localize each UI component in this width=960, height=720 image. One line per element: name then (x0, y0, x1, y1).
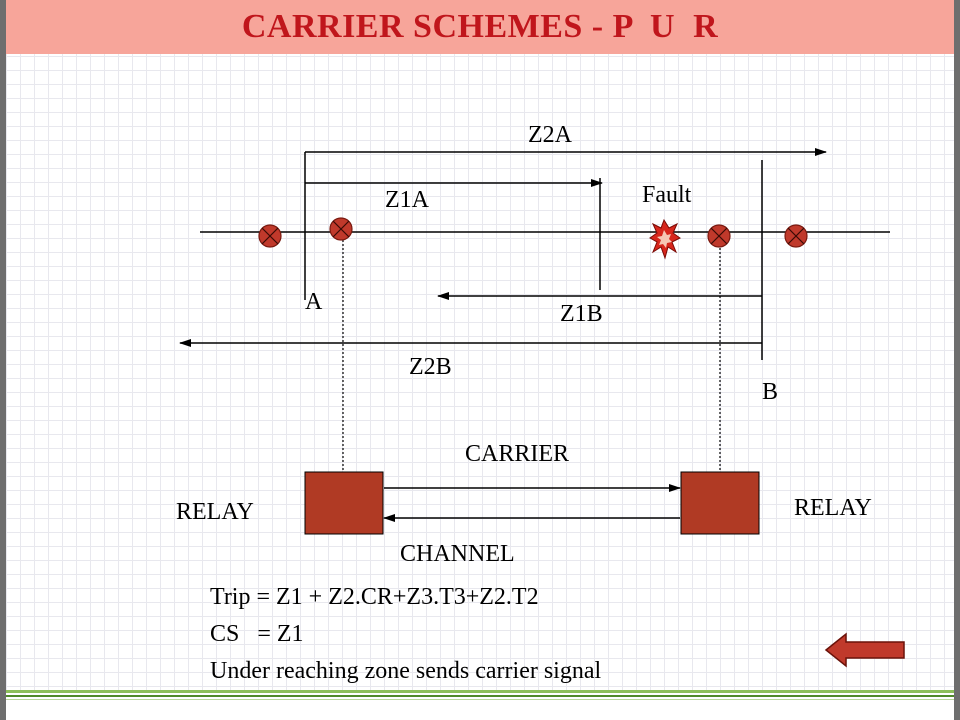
label-z1a: Z1A (385, 187, 429, 213)
slide-background-grid (6, 0, 954, 690)
circuit-breaker-icon (329, 217, 353, 241)
label-bus-a: A (305, 289, 323, 315)
label-bus-b: B (762, 379, 779, 405)
relay-a-box (304, 471, 384, 535)
slide-frame-right (954, 0, 960, 720)
relay-b-box (680, 471, 760, 535)
label-carrier: CARRIER (465, 441, 570, 467)
label-channel: CHANNEL (400, 541, 515, 567)
label-z2b: Z2B (409, 354, 452, 380)
trip-formula: Trip = Z1 + Z2.CR+Z3.T3+Z2.T2 (210, 584, 539, 610)
back-arrow-icon[interactable] (824, 632, 905, 668)
fault-burst-icon (649, 218, 681, 260)
label-z2a: Z2A (528, 122, 572, 148)
scheme-note: Under reaching zone sends carrier signal (210, 658, 602, 684)
label-fault: Fault (642, 182, 692, 208)
slide-title: CARRIER SCHEMES - P U R (241, 8, 719, 45)
footer-rule (6, 690, 954, 706)
circuit-breaker-icon (258, 224, 282, 248)
slide-frame-left (0, 0, 6, 720)
circuit-breaker-icon (784, 224, 808, 248)
circuit-breaker-icon (707, 224, 731, 248)
cs-formula: CS = Z1 (210, 621, 304, 647)
label-z1b: Z1B (560, 301, 603, 327)
label-relay-left: RELAY (176, 499, 254, 525)
label-relay-right: RELAY (794, 495, 872, 521)
title-bar (6, 0, 954, 54)
